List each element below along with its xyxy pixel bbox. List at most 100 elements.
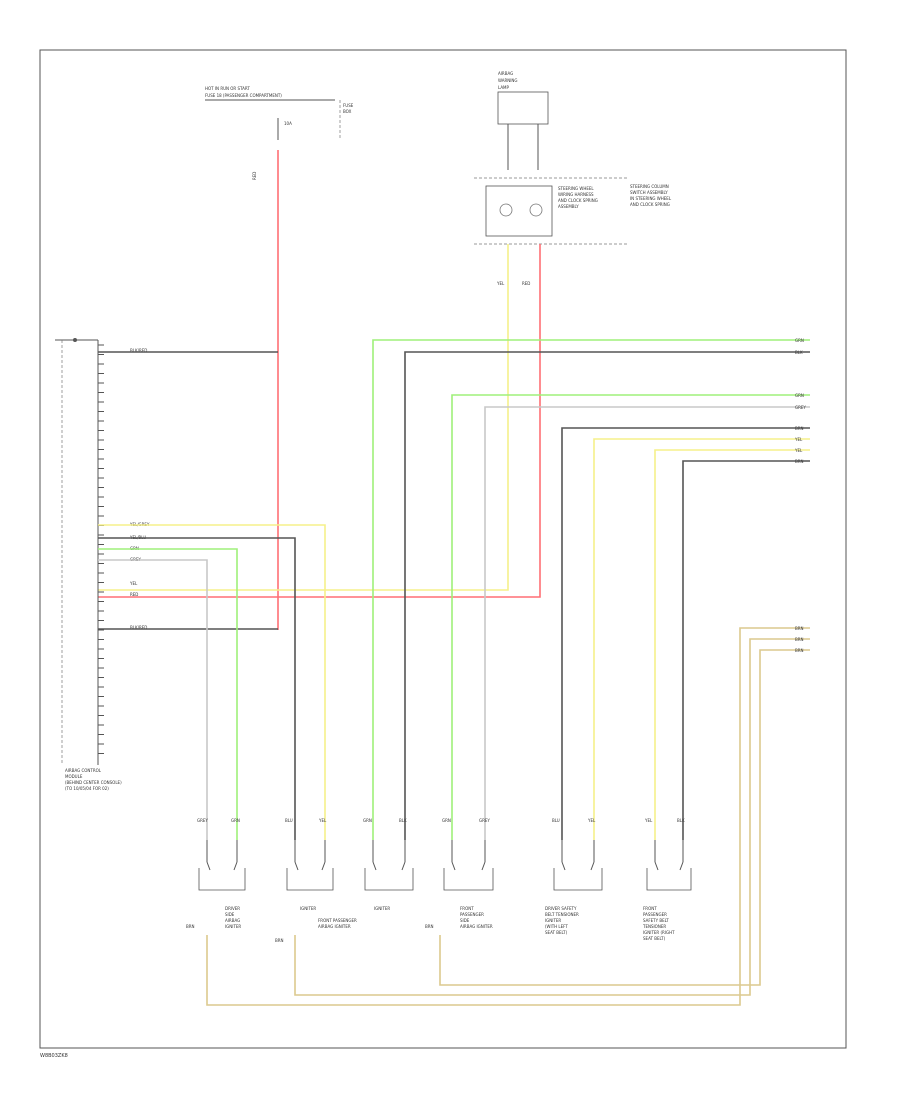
wire-brn-1	[206, 627, 810, 1006]
wire-brn-3	[439, 649, 810, 986]
top-fuse-label-1: HOT IN RUN OR START	[205, 86, 250, 91]
c5-label-3: IGNITER	[545, 918, 561, 923]
yel-label-top: YEL	[496, 281, 505, 286]
igniter-body	[364, 868, 414, 891]
top-sensor-1: AIRBAG	[498, 71, 513, 76]
right-wire-label: BRN	[795, 637, 804, 642]
c6-label-1: FRONT	[643, 906, 657, 911]
warning-lamp-box	[497, 91, 549, 125]
module-pin-ticks	[98, 344, 104, 754]
c1-label-2: SIDE	[225, 912, 235, 917]
igniter-pin-leads	[294, 840, 326, 862]
igniter-body	[553, 868, 603, 891]
igniter-body	[286, 868, 334, 891]
igniter-body	[198, 868, 246, 891]
c5-label-2: BELT TENSIONER	[545, 912, 579, 917]
igniter-pin-label: YEL	[318, 818, 327, 823]
fuse-box-1: FUSE	[343, 103, 354, 108]
igniter-pin-leads	[372, 840, 406, 862]
front-pass-1: FRONT PASSENGER	[318, 918, 357, 923]
left-module-2: MODULE	[65, 774, 83, 779]
igniter-body	[443, 868, 494, 891]
igniter-pin-label: BLK	[677, 818, 685, 823]
c4-label-4: AIRBAG IGNITER	[460, 924, 493, 929]
steering-2: WIRING HARNESS	[558, 192, 594, 197]
wire-blk-right-4	[682, 460, 810, 840]
igniter-pin-leads	[206, 840, 238, 862]
c6-label-2: PASSENGER	[643, 912, 667, 917]
c1-label-4: IGNITER	[225, 924, 241, 929]
top-sensor-2: WARNING	[498, 78, 518, 83]
steering-right-4: AND CLOCK SPRING	[630, 202, 670, 207]
lamp-leads	[507, 124, 539, 170]
c4-label-3: SIDE	[460, 918, 470, 923]
blk-red-label-2: BLK/RED	[130, 625, 147, 630]
c5-label-5: SEAT BELT)	[545, 930, 568, 935]
wire-yel-right-4	[654, 449, 810, 840]
c2-label: IGNITER	[300, 906, 316, 911]
right-wire-label: GREY	[795, 405, 806, 410]
wire-grn-driver-side	[98, 548, 238, 840]
blk-red-label-1: BLK/RED	[130, 348, 147, 353]
c1-label-1: DRIVER	[225, 906, 240, 911]
igniter-contacts	[372, 861, 406, 871]
wire-yel-grey	[98, 524, 326, 840]
wire-brn-2	[294, 638, 810, 996]
igniter-pin-label: BLU	[285, 818, 293, 823]
brn-pin-2: BRN	[275, 938, 284, 943]
igniter-pin-label: GREY	[197, 818, 208, 823]
wire-yel-clock-spring	[98, 244, 509, 591]
brn-pin-3: BRN	[425, 924, 434, 929]
wire-grn-right-1	[372, 339, 810, 840]
igniter-pin-label: YEL	[644, 818, 653, 823]
igniter-contacts	[654, 861, 684, 871]
igniter-connector: BLU YEL	[285, 818, 334, 891]
c1-label-3: AIRBAG	[225, 918, 240, 923]
red-top-label: RED	[252, 172, 257, 180]
igniter-contacts	[206, 861, 238, 871]
steering-right-3: IN STEERING WHEEL	[630, 196, 672, 201]
right-wire-label: BRN	[795, 626, 804, 631]
brn-pin-1: BRN	[186, 924, 195, 929]
top-sensor-3: LAMP	[498, 85, 510, 90]
clock-spring-box	[485, 185, 553, 237]
igniter-contacts	[294, 861, 326, 871]
red-label-left: RED	[130, 592, 138, 597]
right-wire-label: YEL	[794, 448, 803, 453]
fuse-box-2: BOX	[343, 109, 352, 114]
wire-grey-right-2	[484, 406, 810, 840]
steering-1: STEERING WHEEL	[558, 186, 594, 191]
diagram-frame	[39, 49, 847, 1049]
left-module-1: AIRBAG CONTROL	[65, 768, 102, 773]
wire-blk-right-1	[404, 351, 810, 840]
igniter-pin-label: GREY	[479, 818, 490, 823]
igniter-pin-leads	[654, 840, 684, 862]
clock-spring-contact-1	[499, 203, 513, 217]
steering-3: AND CLOCK SPRING	[558, 198, 598, 203]
module-ground-dot	[73, 338, 77, 342]
c6-label-3: SAFETY BELT	[643, 918, 669, 923]
right-wire-label: GRN	[795, 338, 804, 343]
wire-yel-blu	[98, 537, 296, 840]
c6-label-4: TENSIONER	[642, 924, 666, 929]
c5-label-4: (WITH LEFT	[545, 924, 568, 929]
igniter-pin-leads	[451, 840, 486, 862]
c6-label-6: SEAT BELT)	[643, 936, 666, 941]
c4-label-1: FRONT	[460, 906, 474, 911]
footer-code: W8B03ZK8	[40, 1053, 68, 1059]
right-wire-label: BRN	[795, 648, 804, 653]
wire-yel-right-3	[593, 438, 810, 840]
right-wire-label: BRN	[795, 459, 804, 464]
c6-label-5: IGNITER (RIGHT	[643, 930, 675, 935]
igniter-pin-label: BLK	[399, 818, 407, 823]
igniter-contacts	[561, 861, 595, 871]
right-wire-label: BLK	[795, 350, 803, 355]
igniter-pin-leads	[561, 840, 595, 862]
steering-right-2: SWITCH ASSEMBLY	[630, 190, 668, 195]
steering-4: ASSEMBLY	[558, 204, 579, 209]
